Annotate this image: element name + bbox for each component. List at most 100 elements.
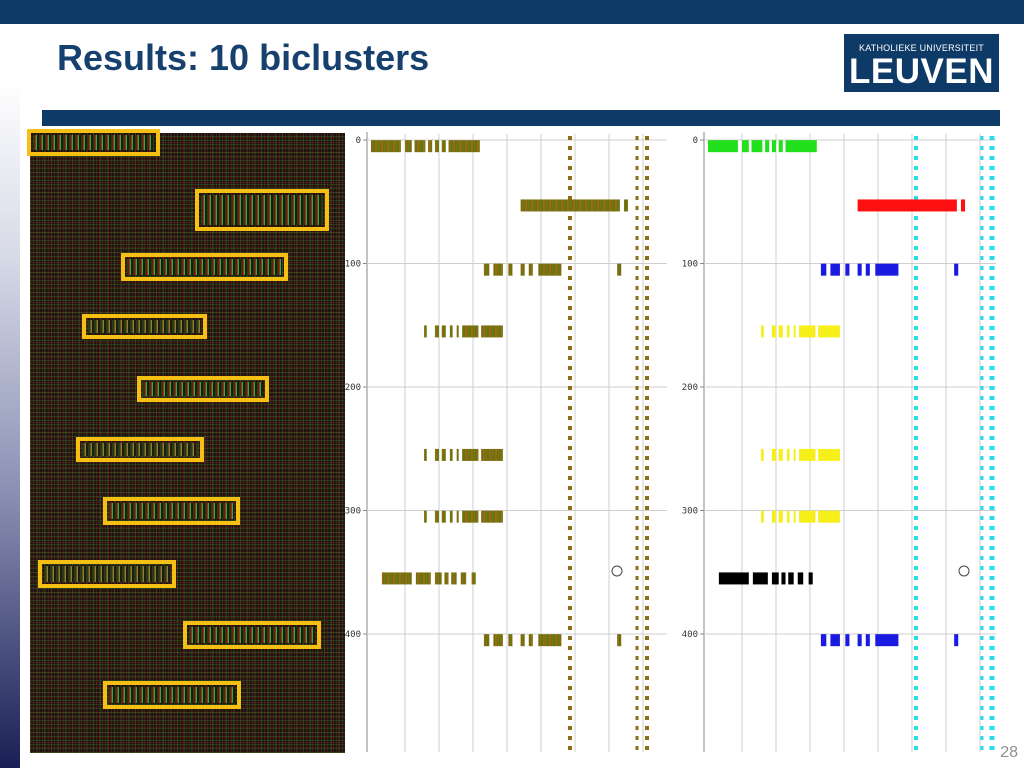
y-tick-label: 300 xyxy=(682,507,698,517)
y-tick-label: 300 xyxy=(345,507,361,517)
bicluster-bar xyxy=(414,140,426,153)
bicluster-bar xyxy=(405,140,412,153)
bicluster-bar xyxy=(449,448,453,461)
bicluster-bar xyxy=(761,325,764,338)
bicluster-bar xyxy=(528,263,533,276)
bicluster-bar xyxy=(960,199,966,212)
slide-title: Results: 10 biclusters xyxy=(57,37,430,78)
bicluster-bar xyxy=(508,263,513,276)
y-tick-label: 0 xyxy=(693,136,698,146)
bicluster-bar xyxy=(857,634,862,647)
bicluster-bar xyxy=(778,140,783,153)
bicluster-bar xyxy=(617,634,622,647)
bicluster-bar xyxy=(434,572,442,585)
bicluster-bar xyxy=(462,448,479,461)
bicluster-bar xyxy=(424,325,427,338)
bicluster-bar xyxy=(434,448,439,461)
y-tick-label: 400 xyxy=(345,630,361,640)
bicluster-bar xyxy=(752,572,768,585)
circle-marker xyxy=(958,565,970,577)
logo-line-1: KATHOLIEKE UNIVERSITEIT xyxy=(859,43,984,53)
plot-background xyxy=(682,130,1004,752)
bicluster-bar xyxy=(471,572,476,585)
bicluster-bar xyxy=(538,634,562,647)
bicluster-bar xyxy=(520,634,525,647)
y-tick-label: 100 xyxy=(345,260,361,270)
bicluster-bar xyxy=(793,510,796,523)
bicluster-bar xyxy=(845,263,850,276)
page-number: 28 xyxy=(1000,744,1018,761)
bicluster-bar xyxy=(617,263,622,276)
bicluster-bar xyxy=(771,325,776,338)
bicluster-box-10 xyxy=(103,681,241,709)
bicluster-box-4 xyxy=(82,314,207,339)
bicluster-bar xyxy=(793,448,796,461)
bicluster-bar xyxy=(528,634,533,647)
bicluster-bar xyxy=(818,448,840,461)
bicluster-patch xyxy=(143,382,263,396)
bicluster-bar xyxy=(799,325,816,338)
bicluster-box-8 xyxy=(38,560,176,588)
bicluster-patch xyxy=(109,503,234,519)
bicluster-bar xyxy=(742,140,749,153)
bicluster-bar xyxy=(875,634,899,647)
bicluster-bar xyxy=(441,140,446,153)
y-tick-label: 200 xyxy=(345,383,361,393)
bicluster-bar xyxy=(428,140,433,153)
bicluster-patch xyxy=(109,687,235,703)
bicluster-box-3 xyxy=(121,253,288,281)
bicluster-bar xyxy=(845,634,850,647)
left-gradient-strip xyxy=(0,80,20,768)
bicluster-box-5 xyxy=(137,376,269,402)
y-tick-label: 0 xyxy=(356,136,361,146)
bicluster-box-2 xyxy=(195,189,329,231)
bicluster-bar xyxy=(456,510,459,523)
bicluster-bar xyxy=(771,572,779,585)
bicluster-bar xyxy=(857,263,862,276)
bicluster-bar xyxy=(434,510,439,523)
bicluster-bar xyxy=(481,325,503,338)
bicluster-bar xyxy=(857,199,957,212)
bicluster-bar xyxy=(481,510,503,523)
bicluster-bar xyxy=(434,140,439,153)
bicluster-bar xyxy=(761,448,764,461)
chart-original-colors: 0 100 200 300 400 xyxy=(345,130,675,752)
bicluster-bar xyxy=(415,572,431,585)
bicluster-bar xyxy=(771,510,776,523)
bicluster-bar xyxy=(830,263,840,276)
bicluster-bar xyxy=(460,572,467,585)
bicluster-patch xyxy=(189,627,315,643)
bicluster-bar xyxy=(444,572,449,585)
bicluster-bar xyxy=(449,325,453,338)
bicluster-bar xyxy=(483,634,490,647)
bicluster-bar xyxy=(493,263,503,276)
bicluster-bar xyxy=(785,140,817,153)
bicluster-bar xyxy=(954,263,959,276)
bicluster-patch xyxy=(88,320,201,333)
bicluster-bar xyxy=(623,199,629,212)
bicluster-bar xyxy=(451,572,457,585)
bicluster-bar xyxy=(371,140,401,153)
bicluster-bar xyxy=(778,325,783,338)
bicluster-patch xyxy=(201,195,323,225)
bicluster-bar xyxy=(765,140,770,153)
bicluster-bar xyxy=(808,572,813,585)
bicluster-bar xyxy=(820,263,827,276)
bicluster-patch xyxy=(127,259,282,275)
bicluster-bar xyxy=(786,448,790,461)
bicluster-bar xyxy=(771,448,776,461)
bicluster-patch xyxy=(44,566,170,582)
bicluster-bar xyxy=(493,634,503,647)
plot-background xyxy=(345,130,675,752)
bicluster-bar xyxy=(441,510,446,523)
bicluster-bar xyxy=(797,572,804,585)
bicluster-bar xyxy=(508,634,513,647)
bicluster-bar xyxy=(381,572,412,585)
top-banner xyxy=(0,0,1024,24)
bicluster-bar xyxy=(786,325,790,338)
bicluster-bar xyxy=(441,325,446,338)
bicluster-box-7 xyxy=(103,497,240,525)
bicluster-patch xyxy=(33,135,154,150)
circle-marker xyxy=(611,565,623,577)
